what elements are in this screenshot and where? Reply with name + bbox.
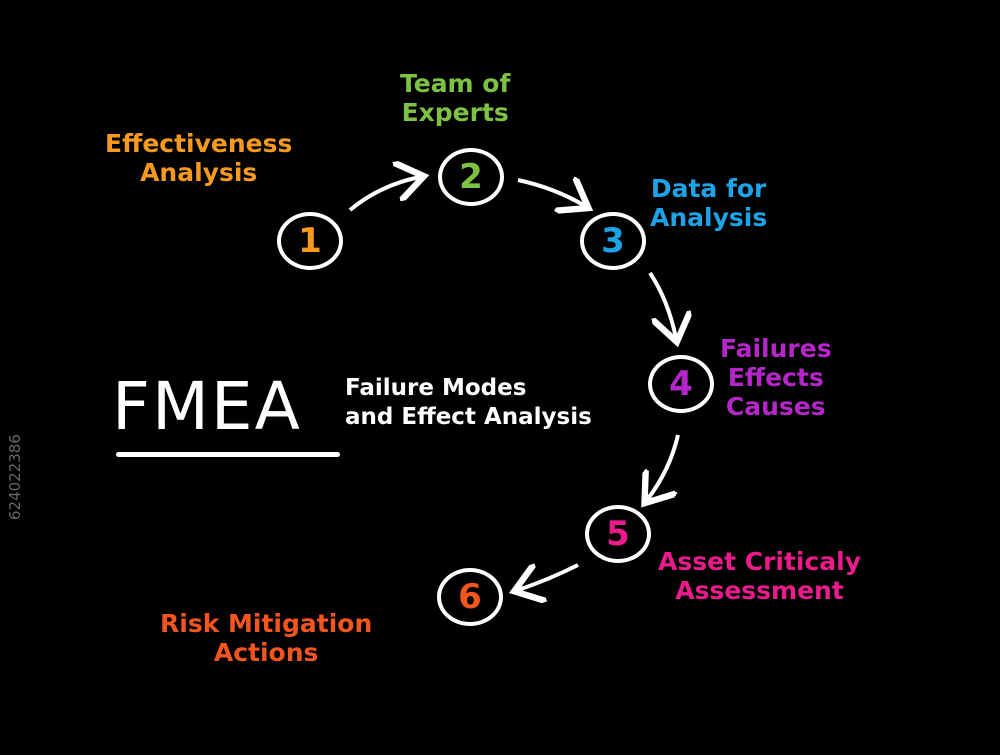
- arrow-3-to-4: [648, 271, 676, 338]
- stock-id-watermark: 624022386: [6, 434, 24, 520]
- fmea-subtitle: Failure Modes and Effect Analysis: [345, 374, 592, 432]
- step-4-label: Failures Effects Causes: [720, 334, 832, 421]
- step-6-label: Risk Mitigation Actions: [160, 609, 373, 667]
- step-2-circle: 2: [438, 148, 504, 206]
- arrow-2-to-3: [517, 180, 585, 206]
- step-1-circle: 1: [277, 212, 343, 270]
- subtitle-line-1: Failure Modes: [345, 375, 527, 401]
- step-3-circle: 3: [580, 212, 646, 270]
- fmea-title: FMEA: [112, 368, 302, 445]
- step-2-label: Team of Experts: [400, 69, 511, 127]
- subtitle-line-2: and Effect Analysis: [345, 403, 592, 430]
- step-6-circle: 6: [437, 568, 503, 626]
- arrow-5-to-6: [518, 563, 579, 590]
- step-4-circle: 4: [648, 355, 714, 413]
- arrow-1-to-2: [348, 177, 420, 212]
- title-underline: [116, 452, 340, 457]
- step-5-circle: 5: [585, 505, 651, 563]
- arrow-4-to-5: [647, 434, 680, 500]
- step-3-label: Data for Analysis: [650, 174, 768, 232]
- step-1-label: Effectiveness Analysis: [105, 129, 293, 187]
- step-5-label: Asset Criticaly Assessment: [658, 547, 862, 605]
